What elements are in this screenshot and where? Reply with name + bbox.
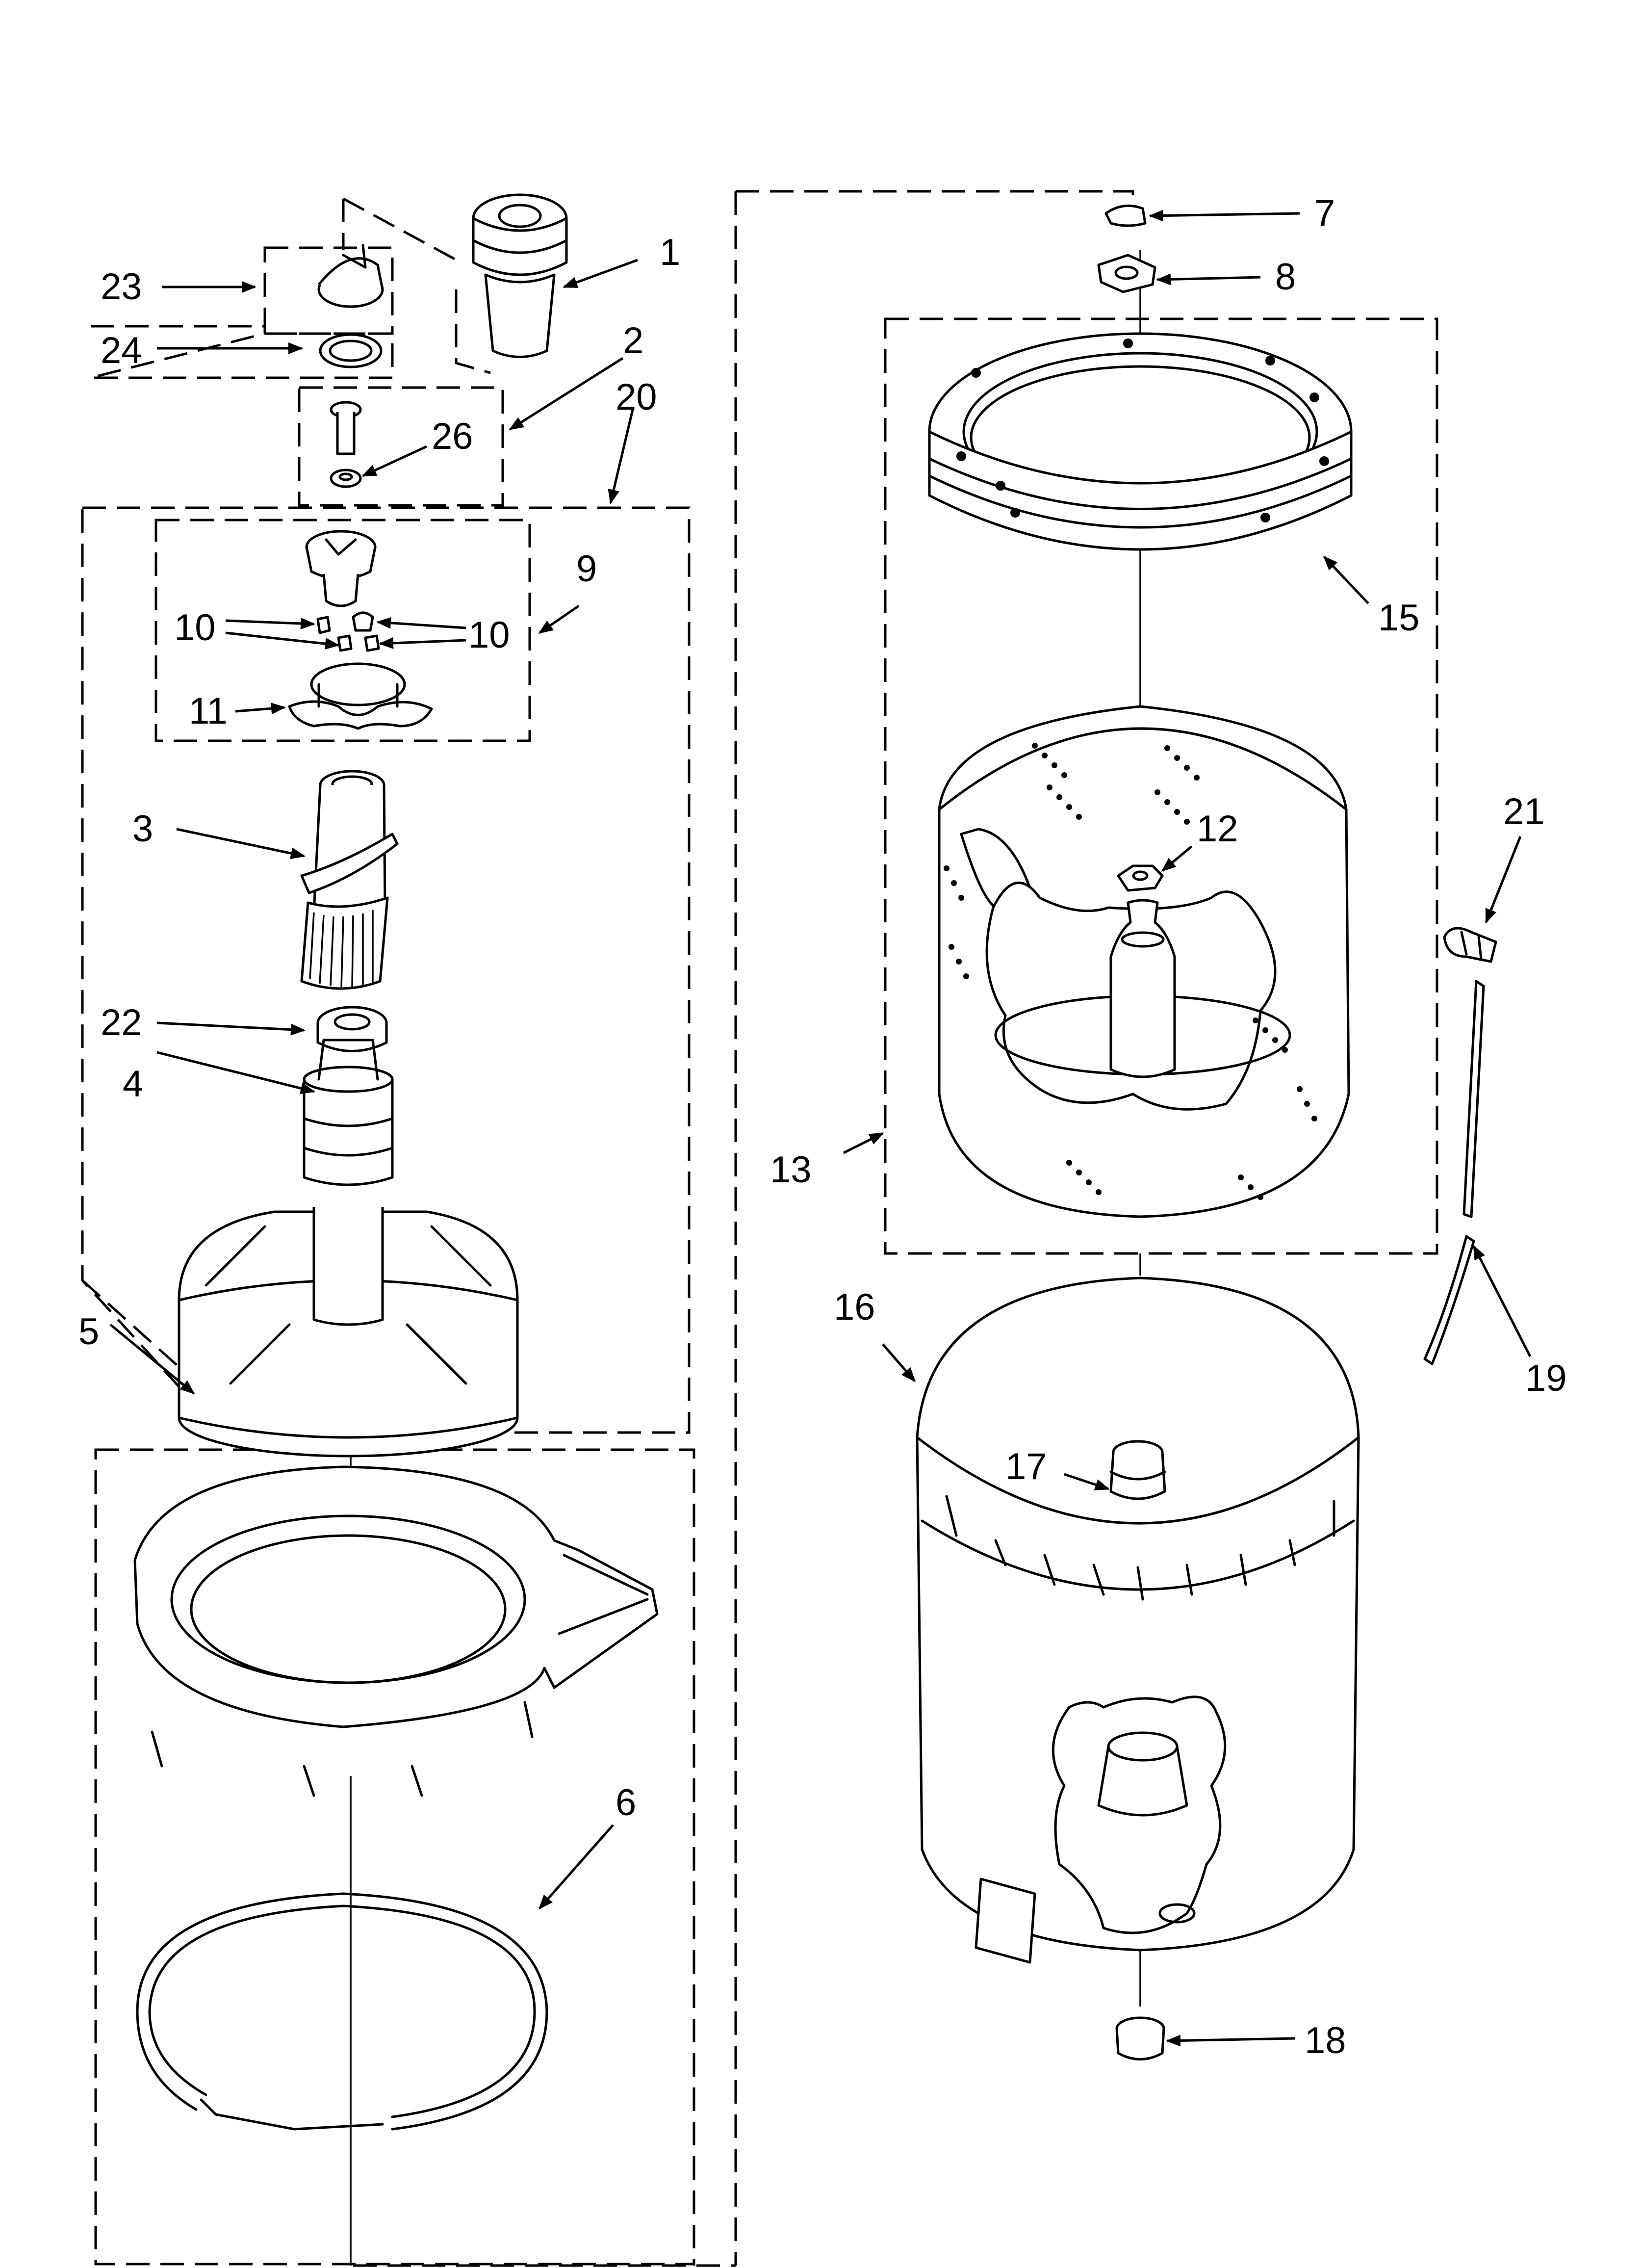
link-line-5-left [81,1279,187,1375]
group-box-9 [154,519,531,742]
part-5-tub-ring [133,1465,659,1797]
callout-6: 6 [616,1782,636,1824]
part-4-agitator-base [178,1039,519,1458]
callout-19: 19 [1525,1357,1567,1399]
part-12-nut [1117,864,1164,892]
link-line-cap [342,197,462,264]
callout-1: 1 [660,232,680,273]
group-box-13 [884,317,1438,1255]
part-18-plug [1115,2016,1165,2060]
part-21-hose-clamp [1443,927,1497,963]
group-box-23 [263,246,394,335]
part-3-auger [300,770,399,990]
part-8-hub-nut [1097,254,1156,293]
basket-perforations [944,743,1317,1200]
part-13-spin-basket [938,705,1350,1218]
callout-10-right: 10 [468,614,510,656]
link-line-2 [455,289,491,374]
callout-7: 7 [1314,192,1335,234]
part-17-seal [1109,1440,1166,1500]
callout-22: 22 [101,1002,142,1043]
callout-21: 21 [1503,791,1545,833]
callout-26: 26 [432,416,473,457]
callout-11: 11 [189,690,228,732]
callout-9: 9 [576,548,597,590]
callout-4: 4 [123,1063,143,1105]
part-26-bolt [330,401,362,488]
callout-8: 8 [1275,256,1296,298]
part-19-hose [1423,980,1485,1365]
callout-13: 13 [770,1149,812,1191]
callout-20: 20 [616,376,657,418]
callout-5: 5 [78,1311,99,1353]
callout-18: 18 [1305,2020,1346,2061]
callout-labels: 1 2 3 4 5 6 7 8 9 10 10 11 12 13 15 16 1… [78,192,1567,2061]
callout-24: 24 [101,330,142,371]
callout-12: 12 [1197,808,1238,850]
part-10-agitator-dogs [316,611,380,652]
callout-3: 3 [132,808,153,850]
part-15-balance-ring [928,332,1353,551]
part-16-outer-tub [916,1277,1360,1964]
part-11-cam [288,662,433,730]
callout-23: 23 [101,266,142,308]
part-6-snap-ring [136,1892,548,2131]
callout-2: 2 [623,320,643,362]
part-22-drive-bell [316,1006,388,1052]
leader-lines [109,209,1532,2047]
part-1-dispenser-cup [472,193,568,358]
callout-15: 15 [1378,597,1420,639]
part-7-clip [1104,204,1147,227]
callout-10-left: 10 [174,607,216,649]
part-24-seal-ring [319,333,383,368]
part-23-cap [317,244,384,308]
link-line-7 [736,190,1134,221]
callout-16: 16 [834,1286,875,1328]
part-9-cam-assembly [305,530,377,607]
callout-17: 17 [1005,1446,1047,1487]
group-box-26 [298,386,504,507]
